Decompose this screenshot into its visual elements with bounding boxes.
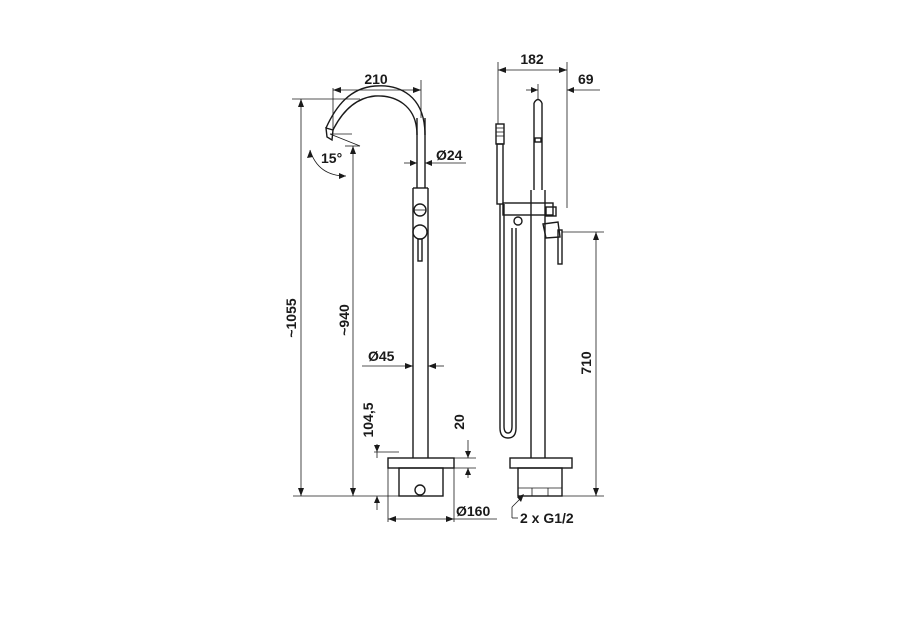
dim-spout-height: ~940 <box>336 304 352 336</box>
side-view <box>495 98 573 497</box>
shower-hose <box>499 204 517 439</box>
dim-base-diameter: Ø160 <box>456 503 490 519</box>
side-mixer-block <box>502 202 554 216</box>
side-lever <box>557 229 563 265</box>
spout-inner <box>325 85 426 136</box>
dim-mixer-height: 710 <box>578 351 594 375</box>
dim-side-width: 182 <box>520 51 544 67</box>
front-view <box>325 85 455 497</box>
dim-column-diameter: Ø45 <box>368 348 395 364</box>
dim-spout-angle: 15° <box>321 150 342 166</box>
base-body <box>398 467 444 497</box>
front-dimensions: 210 Ø24 15° ~1055 ~940 Ø45 <box>283 71 497 522</box>
spout-outer <box>332 95 418 136</box>
side-lever-hub <box>542 221 561 239</box>
side-dimensions: 182 69 710 2 x G1/2 <box>497 51 604 526</box>
base-connector <box>414 484 426 496</box>
mixer-lever-hub <box>412 224 428 240</box>
base-plate <box>387 457 455 469</box>
dim-connections: 2 x G1/2 <box>520 510 574 526</box>
dim-side-offset: 69 <box>578 71 594 87</box>
mixer-lever <box>417 238 423 262</box>
dim-pipe-diameter: Ø24 <box>436 147 463 163</box>
dim-total-height: ~1055 <box>283 298 299 338</box>
side-base-body <box>517 467 563 497</box>
dim-spout-reach: 210 <box>364 71 388 87</box>
hand-shower-head <box>495 123 505 145</box>
side-base-plate <box>509 457 573 469</box>
spout-nozzle <box>325 127 334 142</box>
dim-base-plate-height: 20 <box>451 414 467 430</box>
hand-shower-handle <box>496 143 504 205</box>
dim-base-height: 104,5 <box>360 402 376 437</box>
